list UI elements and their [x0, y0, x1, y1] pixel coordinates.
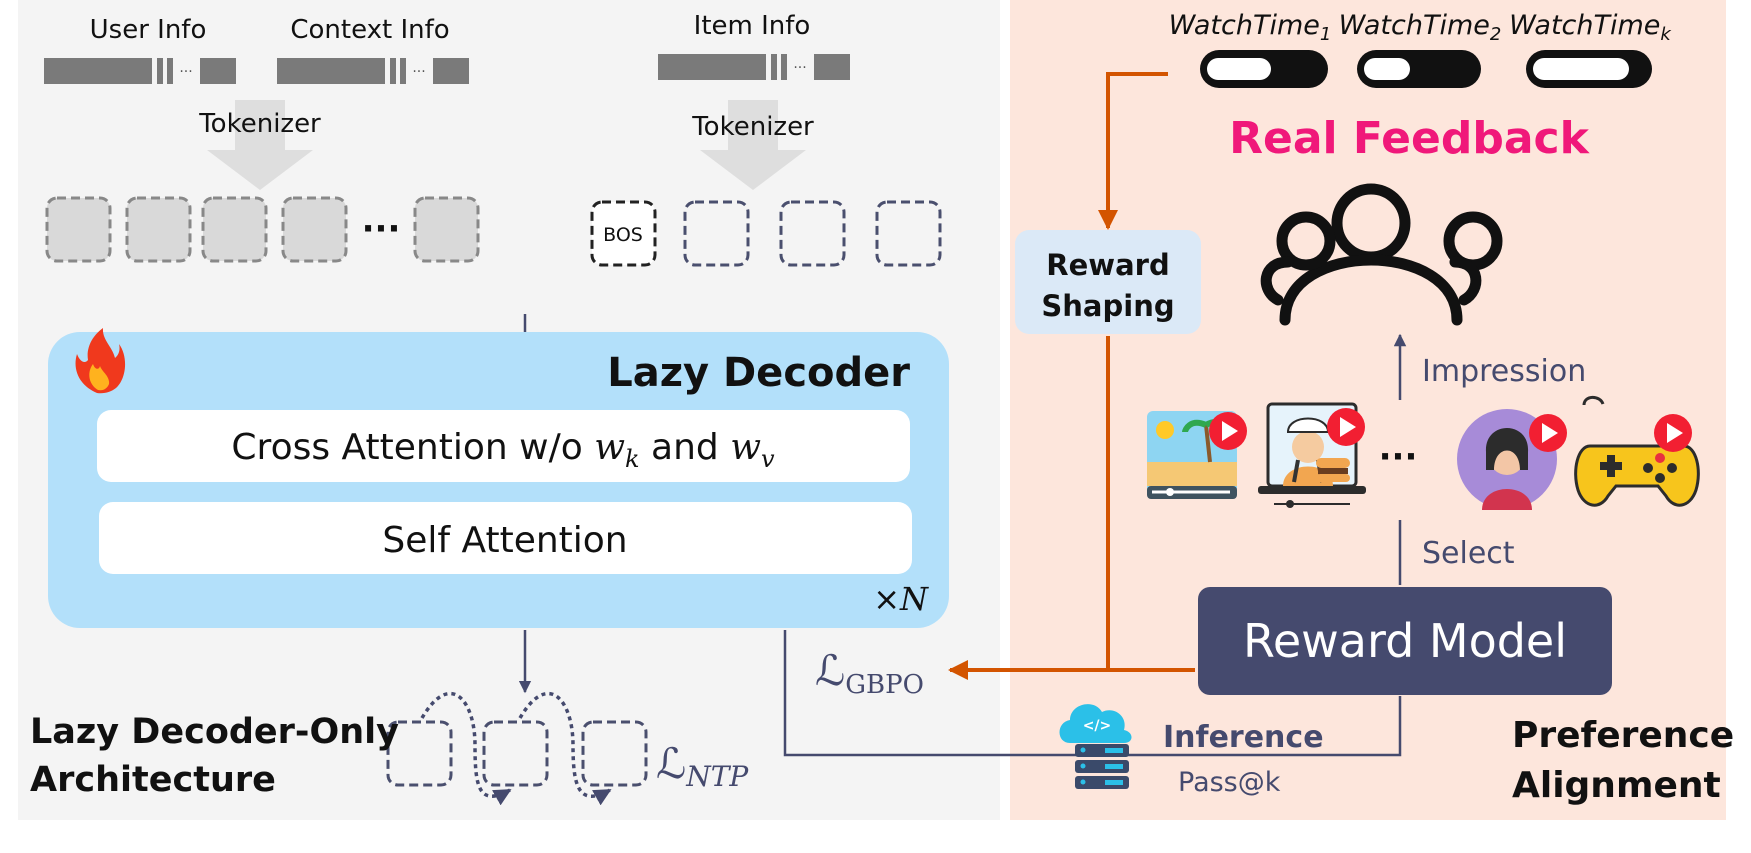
token: [45, 196, 112, 263]
pass-at-k-label: Pass@k: [1178, 767, 1281, 798]
bos-label: BOS: [603, 224, 643, 246]
token: [779, 200, 846, 267]
token: [125, 196, 192, 263]
flame-icon: [75, 328, 126, 394]
reward-shaping-box: [1015, 230, 1201, 334]
token: [201, 196, 268, 263]
items-ellipsis: ···: [1379, 437, 1418, 477]
tokenizer-arrow-left: [207, 100, 313, 190]
user-info-bar: ···: [44, 58, 236, 84]
self-attention-label: Self Attention: [382, 520, 627, 561]
reward-shaping-line2: Shaping: [1041, 289, 1174, 323]
watch-time-1: WatchTime1: [1169, 10, 1332, 45]
architecture-title-line2: Architecture: [30, 760, 276, 800]
tokenizer-label-right: Tokenizer: [691, 112, 814, 142]
svg-text:</>: </>: [1083, 718, 1112, 734]
architecture-title-line1: Lazy Decoder-Only: [30, 712, 399, 752]
token: [281, 196, 348, 263]
token: [413, 196, 480, 263]
reward-model-label: Reward Model: [1243, 614, 1567, 668]
chef-video-icon: [1258, 402, 1366, 508]
self-attention-layer: [99, 502, 912, 574]
server-cloud-icon: </>: [1059, 704, 1132, 789]
ellipsis: ···: [793, 60, 806, 76]
token: [386, 720, 453, 787]
token: [683, 200, 750, 267]
tokenizer-label-left: Tokenizer: [198, 109, 321, 139]
cross-attention-layer: [97, 410, 910, 482]
user-info-label: User Info: [90, 15, 207, 45]
token-ellipsis: ···: [362, 209, 401, 249]
loss-gbpo: ℒGBPO: [815, 646, 924, 700]
preference-alignment-line2: Alignment: [1512, 765, 1721, 806]
item-info-label: Item Info: [694, 11, 811, 41]
context-info-label: Context Info: [290, 15, 449, 45]
gamepad-icon: [1574, 395, 1700, 507]
context-tokens: [45, 196, 480, 263]
watch-time-bars: [1200, 50, 1652, 88]
item-info-bar: ···: [658, 54, 850, 80]
beach-video-icon: [1147, 411, 1247, 499]
context-info-bar: ···: [277, 58, 469, 84]
token: [875, 200, 942, 267]
impression-label: Impression: [1422, 354, 1586, 389]
cross-attention-label: Cross Attention w/o wk and wv: [231, 427, 775, 473]
ellipsis: ···: [179, 64, 192, 80]
reward-model-box: [1198, 587, 1612, 695]
autoregressive-loops: [420, 691, 612, 806]
ellipsis: ···: [412, 64, 425, 80]
lazy-decoder-title: Lazy Decoder: [607, 350, 910, 396]
layer-count: ×N: [873, 580, 929, 618]
item-tokens: [683, 200, 942, 267]
loss-ntp: ℒNTP: [656, 739, 749, 793]
inference-label: Inference: [1163, 720, 1324, 755]
preference-alignment-line1: Preference: [1512, 715, 1734, 756]
watch-time-2: WatchTime2: [1339, 10, 1502, 45]
reward-shaping-line1: Reward: [1046, 248, 1169, 282]
watch-time-k: WatchTimek: [1509, 10, 1672, 45]
token: [482, 720, 549, 787]
real-feedback-title: Real Feedback: [1229, 113, 1591, 164]
person-video-icon: [1457, 409, 1567, 510]
select-label: Select: [1422, 536, 1515, 571]
bos-token: [590, 200, 657, 267]
users-icon: [1260, 183, 1503, 326]
tokenizer-arrow-right: [700, 100, 806, 190]
output-tokens: [386, 720, 648, 787]
feedback-connector: [1098, 72, 1168, 230]
token: [581, 720, 648, 787]
